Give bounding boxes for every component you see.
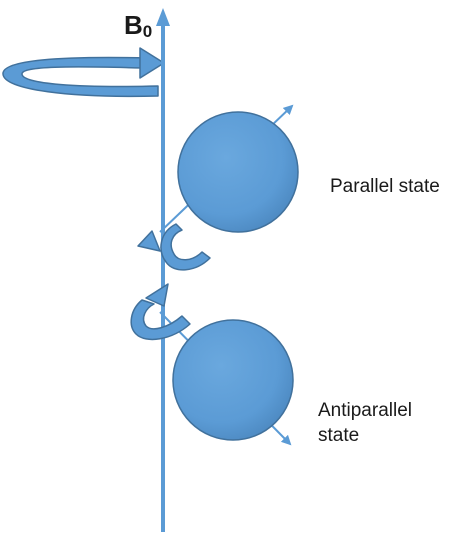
antiparallel-state-label: Antiparallel state (318, 398, 412, 448)
parallel-state-label: Parallel state (330, 174, 440, 199)
antiparallel-label-line1: Antiparallel (318, 398, 412, 423)
b0-label-main: B (124, 10, 143, 40)
b0-field-label: B0 (124, 10, 152, 44)
antiparallel-label-line2: state (318, 423, 412, 448)
b0-label-subscript: 0 (143, 22, 152, 41)
precession-band (3, 58, 158, 97)
parallel-spin-sphere (178, 112, 298, 232)
parallel-rotation-arrowhead-icon (138, 231, 160, 251)
antiparallel-spin (131, 284, 293, 444)
precession-arrowhead-icon (140, 48, 164, 78)
antiparallel-spin-sphere (173, 320, 293, 440)
precession-loop (3, 48, 164, 96)
parallel-rotation-arrow (161, 224, 210, 270)
b0-arrow-icon (156, 8, 170, 26)
